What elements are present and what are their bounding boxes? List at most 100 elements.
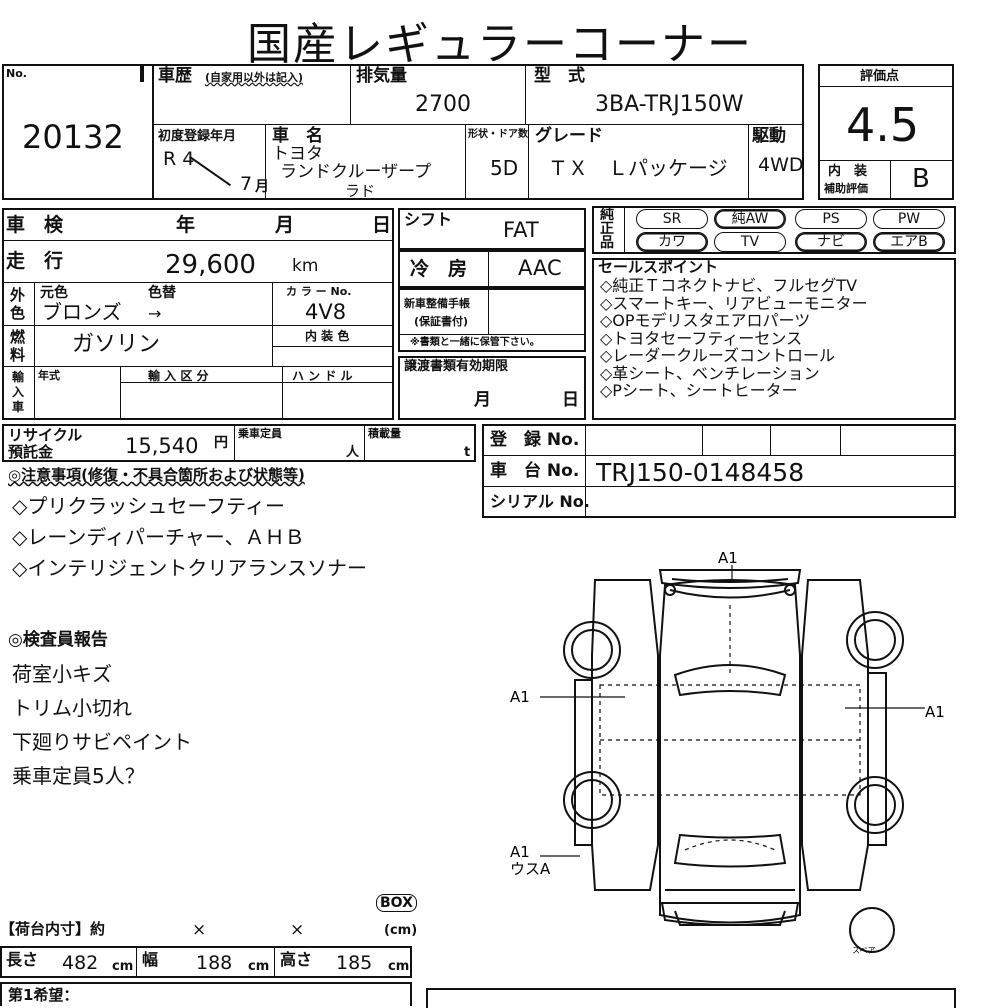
registration-label: 登 録 No. <box>490 430 580 450</box>
manual-note: ※書類と一緒に保管下さい。 <box>410 337 540 348</box>
cargo-height-label: 高さ <box>280 950 313 969</box>
sales-point-item: ◇スマートキー、リアビューモニター <box>600 293 868 313</box>
aircon-box <box>398 250 586 288</box>
history-label: 車歴 <box>158 66 192 86</box>
grade-label: グレード <box>535 126 603 146</box>
car-maker: トヨタ <box>272 144 323 164</box>
cargo-x2: × <box>290 920 305 940</box>
inspection-label: 車 検 <box>6 214 64 236</box>
option-5: TV <box>714 232 786 252</box>
color-orig-label: 元色 <box>40 285 68 301</box>
color-code-label: カ ラ ー No. <box>286 285 352 298</box>
car-name-1: ランドクルーザープ <box>280 162 432 182</box>
interior-label-2: 補助評価 <box>824 182 868 195</box>
cargo-height-unit: cm <box>388 959 410 974</box>
no-label: No. <box>6 67 27 80</box>
fuel-value: ガソリン <box>72 332 161 357</box>
load-label: 積載量 <box>368 427 401 440</box>
first-reg-month-unit: 月 <box>255 179 269 195</box>
sales-points-box <box>592 258 956 420</box>
grade-value: ＴＸ Ｌパッケージ <box>548 156 728 180</box>
sales-point-item: ◇OPモデリスタエアロパーツ <box>600 311 811 330</box>
first-reg-era: R 4 <box>163 148 195 170</box>
inspector-item: 荷室小キズ <box>12 662 112 686</box>
sales-point-item: ◇Pシート、シートヒーター <box>600 381 798 400</box>
color-value: ブロンズ <box>42 300 122 324</box>
top-info-block <box>2 64 804 200</box>
first-reg-label: 初度登録年月 <box>158 129 237 144</box>
chassis-value: TRJ150-0148458 <box>596 458 805 487</box>
option-6: ナビ <box>795 232 867 252</box>
inspection-month: 月 <box>275 214 295 236</box>
transfer-day: 日 <box>562 390 579 410</box>
mileage-label: 走 行 <box>6 250 64 272</box>
diagram-rear-label-2: ウスA <box>510 860 551 878</box>
inspector-item: トリム小切れ <box>12 696 132 720</box>
cargo-x1: × <box>192 920 207 940</box>
doors-value: 5D <box>490 156 519 180</box>
sales-point-item: ◇純正Ｔコネクトナビ、フルセグTV <box>600 276 858 295</box>
import-label: 輸入車 <box>12 370 25 414</box>
diagram-left-label: A1 <box>510 688 530 706</box>
shift-box <box>398 208 586 250</box>
no-value: 20132 <box>22 118 124 156</box>
inspector-item: 下廻りサビペイント <box>12 730 192 754</box>
option-2: PS <box>795 209 867 229</box>
bottom-right-box <box>426 988 956 1008</box>
diagram-rear-label-1: A1 <box>510 843 530 861</box>
cargo-box-label: BOX <box>376 894 417 912</box>
color-side-label: 外色 <box>10 286 26 322</box>
option-7: エアB <box>873 232 945 252</box>
aircon-label: 冷 房 <box>410 258 468 280</box>
model-value: 3BA-TRJ150W <box>595 92 744 117</box>
recycle-label-1: リサイクル <box>8 426 83 444</box>
manual-label-1: 新車整備手帳 <box>404 297 470 310</box>
chassis-label: 車 台 No. <box>490 461 580 481</box>
cargo-cm: (cm) <box>384 923 418 938</box>
sales-point-item: ◇革シート、ベンチレーション <box>600 363 820 383</box>
rating-box <box>818 64 954 200</box>
note-item: ◇プリクラッシュセーフティー <box>12 494 285 518</box>
diagram-right-label: A1 <box>925 703 945 721</box>
drive-label: 駆動 <box>752 126 786 146</box>
car-name-label: 車 名 <box>272 126 323 146</box>
cargo-height: 185 <box>336 952 373 974</box>
details-block <box>2 208 394 420</box>
notes-label: ◎注意事項(修復・不具合箇所および状態等) <box>8 466 305 484</box>
recycle-value: 15,540 <box>125 434 199 458</box>
sales-point-item: ◇レーダークルーズコントロール <box>600 346 836 365</box>
options-label: 純正品 <box>600 207 614 251</box>
color-arrow: → <box>148 304 162 323</box>
inspection-day: 日 <box>372 214 392 236</box>
color-code: 4V8 <box>305 300 347 324</box>
cargo-length-label: 長さ <box>6 950 39 969</box>
first-reg-month: 7 <box>240 173 253 195</box>
load-unit: t <box>464 445 471 460</box>
registration-block <box>482 424 956 518</box>
cargo-length: 482 <box>62 952 99 974</box>
transfer-month: 月 <box>474 390 491 410</box>
shift-label: シフト <box>404 210 453 229</box>
displacement-label: 排気量 <box>356 66 407 86</box>
import-category-label: 輸 入 区 分 <box>148 369 209 383</box>
capacity-label: 乗車定員 <box>238 427 282 440</box>
import-handle-label: ハ ン ド ル <box>292 369 353 383</box>
displacement-value: 2700 <box>415 92 471 117</box>
aircon-value: AAC <box>518 256 562 280</box>
option-4: カワ <box>636 232 708 252</box>
interior-color-label: 内 装 色 <box>305 329 350 343</box>
interior-value: B <box>912 164 930 194</box>
inspection-year: 年 <box>176 214 196 236</box>
fuel-label: 燃料 <box>10 328 26 364</box>
transfer-box <box>398 356 586 420</box>
cargo-width-label: 幅 <box>142 950 159 969</box>
option-3: PW <box>873 209 945 229</box>
interior-label-1: 内 装 <box>828 164 868 179</box>
recycle-unit: 円 <box>214 435 228 451</box>
sales-point-item: ◇トヨタセーフティーセンス <box>600 328 803 348</box>
option-0: SR <box>636 209 708 229</box>
mileage-unit: km <box>292 256 319 276</box>
doors-label: 形状・ドア数 <box>468 129 528 140</box>
page-title: 国産レギュラーコーナー <box>247 19 753 70</box>
model-label: 型 式 <box>534 66 585 86</box>
